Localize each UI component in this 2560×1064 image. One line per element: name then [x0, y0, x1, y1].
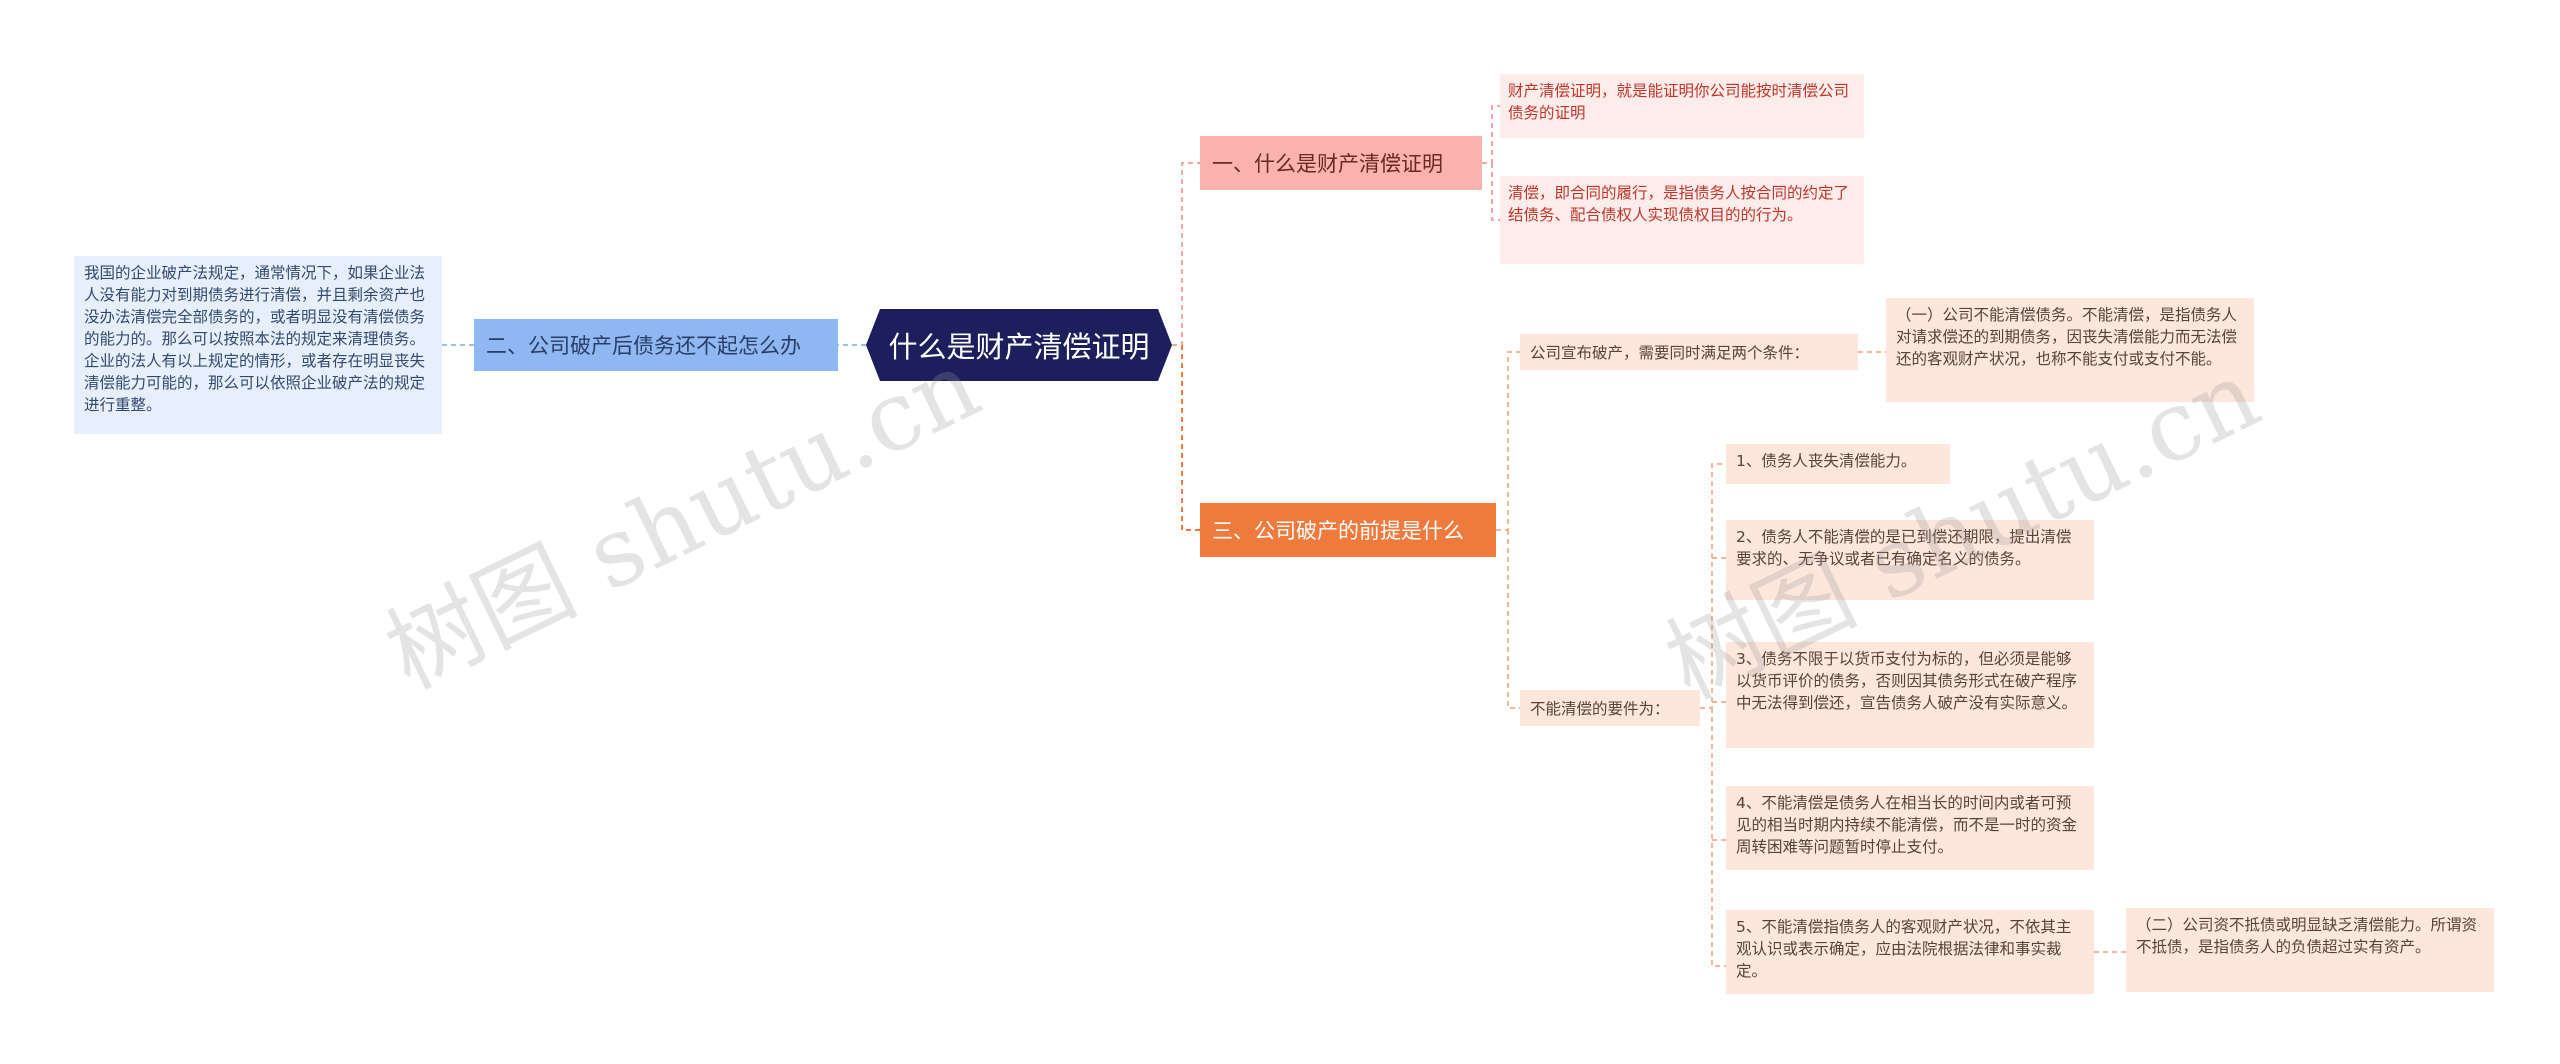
- branch-3-sub-2-label: 不能清偿的要件为：: [1530, 700, 1670, 718]
- condition-item-4[interactable]: 4、不能清偿是债务人在相当长的时间内或者可预见的相当时期内持续不能清偿，而不是一…: [1726, 786, 2094, 870]
- branch-2-label: 二、公司破产后债务还不起怎么办: [486, 334, 801, 358]
- branch-2-leaf[interactable]: 我国的企业破产法规定，通常情况下，如果企业法人没有能力对到期债务进行清偿，并且剩…: [74, 256, 442, 434]
- link-root-branch3: [1181, 345, 1200, 531]
- condition-item-2[interactable]: 2、债务人不能清偿的是已到偿还期限，提出清偿要求的、无争议或者已有确定名义的债务…: [1726, 520, 2094, 600]
- branch-1-leaf-1-text: 财产清偿证明，就是能证明你公司能按时清偿公司债务的证明: [1508, 82, 1850, 122]
- branch-1-leaf-2[interactable]: 清偿，即合同的履行，是指债务人按合同的约定了结债务、配合债权人实现债权目的的行为…: [1500, 176, 1864, 264]
- branch-3-sub-1-leaf[interactable]: （一）公司不能清偿债务。不能清偿，是指债务人对请求偿还的到期债务，因丧失清偿能力…: [1886, 298, 2254, 402]
- branch-3-sub-1[interactable]: 公司宣布破产，需要同时满足两个条件：: [1520, 334, 1858, 370]
- branch-1[interactable]: 一、什么是财产清偿证明: [1200, 136, 1482, 190]
- condition-item-5-text: 5、不能清偿指债务人的客观财产状况，不依其主观认识或表示确定，应由法院根据法律和…: [1736, 918, 2072, 980]
- branch-3-label: 三、公司破产的前提是什么: [1212, 519, 1464, 543]
- link-branch3-subs: [1496, 351, 1520, 709]
- branch-3[interactable]: 三、公司破产的前提是什么: [1200, 503, 1496, 557]
- branch-3-sub-2[interactable]: 不能清偿的要件为：: [1520, 690, 1700, 726]
- branch-3-sub-1-leaf-text: （一）公司不能清偿债务。不能清偿，是指债务人对请求偿还的到期债务，因丧失清偿能力…: [1896, 306, 2238, 368]
- branch-3-sub-1-label: 公司宣布破产，需要同时满足两个条件：: [1530, 344, 1810, 362]
- branch-2[interactable]: 二、公司破产后债务还不起怎么办: [474, 319, 838, 371]
- condition-item-1-text: 1、债务人丧失清偿能力。: [1736, 452, 1917, 470]
- branch-1-leaf-2-text: 清偿，即合同的履行，是指债务人按合同的约定了结债务、配合债权人实现债权目的的行为…: [1508, 184, 1850, 224]
- condition-item-5[interactable]: 5、不能清偿指债务人的客观财产状况，不依其主观认识或表示确定，应由法院根据法律和…: [1726, 910, 2094, 994]
- condition-item-4-text: 4、不能清偿是债务人在相当长的时间内或者可预见的相当时期内持续不能清偿，而不是一…: [1736, 794, 2078, 856]
- link-branch1-leaves: [1482, 105, 1500, 221]
- condition-item-5-extra[interactable]: （二）公司资不抵债或明显缺乏清偿能力。所谓资不抵债，是指债务人的负债超过实有资产…: [2126, 908, 2494, 992]
- link-root-branch1: [1172, 162, 1200, 346]
- condition-item-5-extra-text: （二）公司资不抵债或明显缺乏清偿能力。所谓资不抵债，是指债务人的负债超过实有资产…: [2136, 916, 2478, 956]
- root-topic[interactable]: 什么是财产清偿证明: [866, 309, 1172, 381]
- branch-1-label: 一、什么是财产清偿证明: [1212, 152, 1443, 176]
- branch-1-leaf-1[interactable]: 财产清偿证明，就是能证明你公司能按时清偿公司债务的证明: [1500, 74, 1864, 138]
- condition-item-1[interactable]: 1、债务人丧失清偿能力。: [1726, 444, 1950, 484]
- condition-item-3-text: 3、债务不限于以货币支付为标的，但必须是能够以货币评价的债务，否则因其债务形式在…: [1736, 650, 2078, 712]
- branch-2-leaf-text: 我国的企业破产法规定，通常情况下，如果企业法人没有能力对到期债务进行清偿，并且剩…: [84, 264, 426, 414]
- condition-item-2-text: 2、债务人不能清偿的是已到偿还期限，提出清偿要求的、无争议或者已有确定名义的债务…: [1736, 528, 2072, 568]
- condition-item-3[interactable]: 3、债务不限于以货币支付为标的，但必须是能够以货币评价的债务，否则因其债务形式在…: [1726, 642, 2094, 748]
- root-topic-label: 什么是财产清偿证明: [888, 330, 1150, 364]
